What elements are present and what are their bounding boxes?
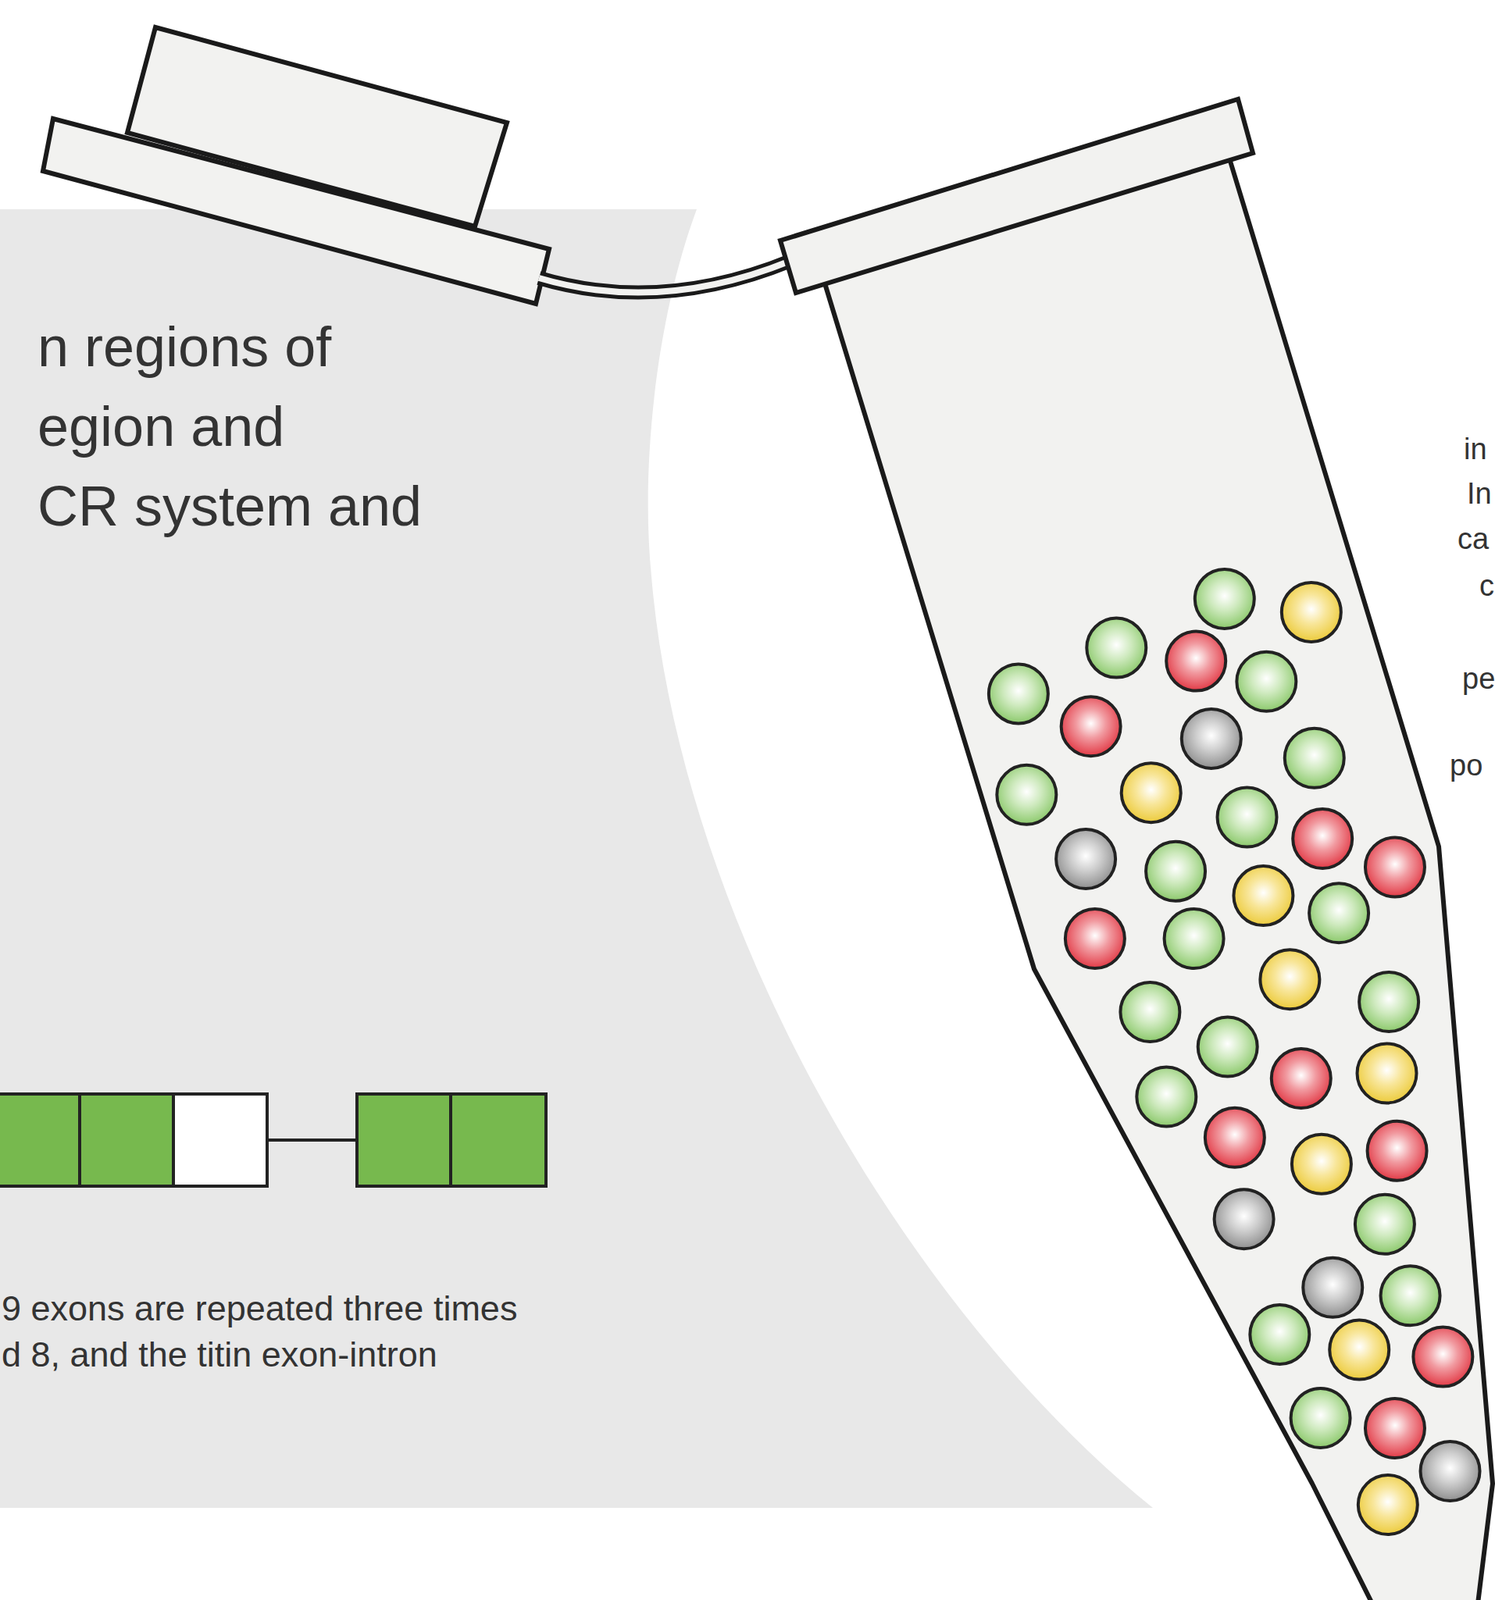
bead [1195,569,1255,629]
bead [1164,909,1224,969]
wrap-spacer [442,306,444,387]
panel-text: 9 exons are repeated three times d 8, an… [1,1285,533,1378]
bead [1365,838,1425,898]
bead [1380,1266,1441,1326]
bead [1365,1398,1425,1459]
bead [1249,1305,1310,1365]
bead [1065,909,1125,969]
wrap-spacer [334,386,444,467]
tube-rim [780,99,1253,293]
bead [1329,1320,1389,1380]
bead [1412,1327,1473,1388]
bead [1214,1189,1274,1249]
bead [996,765,1057,825]
panel-text: n regions of egion and CR system and [37,306,444,546]
bead [1291,1388,1351,1449]
bead [1357,1043,1417,1103]
cropped-text: pe [1462,661,1495,696]
bead [1205,1108,1265,1168]
bead [1136,1066,1196,1127]
bead [1233,866,1293,926]
bead [1420,1441,1481,1502]
panel-shape [0,209,1153,1509]
bead-group [988,569,1481,1535]
cropped-text: in [1463,431,1488,467]
bead [1259,949,1320,1010]
bead [988,663,1049,724]
bead [1302,1258,1363,1318]
cropped-text: In [1466,476,1492,511]
bead [1198,1016,1258,1077]
bead [1284,728,1345,789]
bead [1166,631,1226,692]
bead [1309,883,1369,943]
bead [1217,787,1278,847]
bead [1056,829,1116,889]
bead [1086,618,1146,678]
panel-band: n regions of egion and CR system and 9 ex… [0,209,1153,1509]
bead [1281,582,1342,643]
bead [1291,1134,1352,1195]
lid-cap [127,27,507,227]
bead [1359,972,1419,1032]
bead [1145,842,1206,902]
bead [1120,982,1180,1042]
bead [1181,709,1242,769]
bead [1358,1475,1418,1535]
cropped-text: c [1479,568,1495,603]
bead [1367,1121,1428,1182]
bead [1292,809,1353,869]
cropped-text: ca [1457,521,1489,557]
bead [1355,1195,1415,1255]
bead [1061,696,1121,757]
bead [1236,652,1296,712]
bead [1121,763,1182,823]
cropped-text: po [1449,748,1483,783]
bead [1271,1048,1331,1109]
